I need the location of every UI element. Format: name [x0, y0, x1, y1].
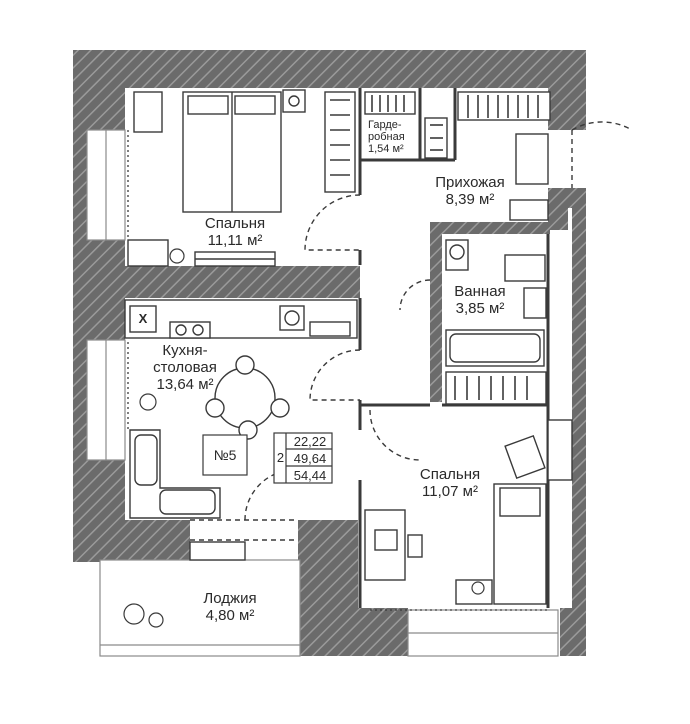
kitchen-area: 13,64 м² — [156, 376, 214, 393]
living-area: 22,22 — [293, 434, 327, 449]
windows — [86, 129, 559, 657]
bathroom-label: Ванная 3,85 м² — [440, 283, 520, 317]
bedroom2-area: 11,07 м² — [422, 483, 478, 500]
bedroom1-area: 11,11 м² — [207, 232, 263, 249]
doors — [190, 121, 633, 541]
apartment-info — [202, 432, 333, 484]
loggia-area: 4,80 м² — [205, 607, 255, 624]
total-with-loggia: 54,44 — [293, 468, 327, 483]
walls — [73, 50, 586, 656]
bathroom-area: 3,85 м² — [455, 300, 505, 317]
bedroom2-label: Спальня 11,07 м² — [395, 466, 505, 500]
kitchen-label: Кухня- столовая 13,64 м² — [140, 342, 230, 393]
hallway-area: 8,39 м² — [445, 191, 495, 208]
rooms-count: 2 — [276, 450, 285, 465]
plant-icon — [123, 248, 485, 628]
shelf-ticks — [330, 95, 539, 400]
hallway-name: Прихожая — [435, 174, 505, 191]
bedroom2-name: Спальня — [419, 466, 481, 483]
kitchen-name-2: столовая — [153, 359, 217, 376]
stove-mark-icon: X — [138, 311, 148, 326]
wardrobe-name-2: робная — [368, 131, 405, 143]
apartment-number: №5 — [213, 447, 237, 463]
total-area: 49,64 — [293, 451, 327, 466]
bedroom1-name: Спальня — [204, 215, 266, 232]
bathroom-name: Ванная — [454, 283, 506, 300]
wardrobe-label: Гарде- робная 1,54 м² — [368, 119, 428, 155]
furniture — [124, 89, 573, 605]
bedroom1-label: Спальня 11,11 м² — [180, 215, 290, 249]
wardrobe-area: 1,54 м² — [368, 143, 404, 155]
hallway-label: Прихожая 8,39 м² — [415, 174, 525, 208]
curtains — [127, 130, 548, 611]
kitchen-name-1: Кухня- — [162, 342, 208, 359]
loggia-name: Лоджия — [203, 590, 257, 607]
loggia-label: Лоджия 4,80 м² — [180, 590, 280, 624]
wardrobe-name-1: Гарде- — [368, 119, 402, 131]
